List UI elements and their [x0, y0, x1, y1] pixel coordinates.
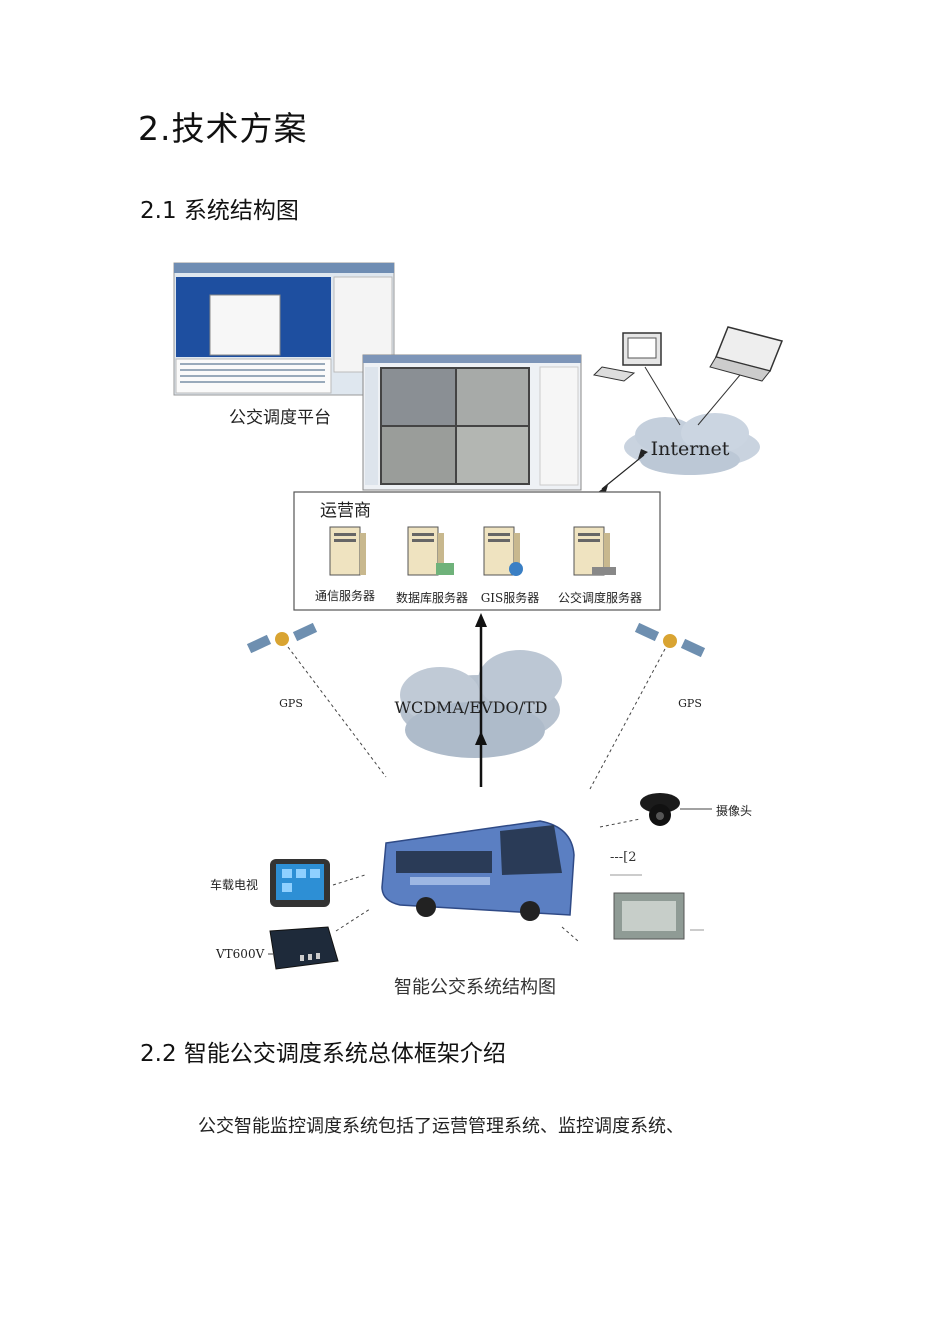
satellite-icon-right: [634, 622, 706, 658]
system-structure-figure: 公交调度平台 Internet 运营商: [150, 255, 800, 970]
section-heading-2-2: 2.2 智能公交调度系统总体框架介绍: [140, 1041, 506, 1067]
server-label-2: 数据库服务器: [396, 590, 468, 605]
gps-label-right: GPS: [678, 697, 702, 710]
server-icon: [329, 526, 366, 576]
vt600v-device-icon: [269, 926, 339, 970]
server-label-3: GIS服务器: [481, 590, 540, 605]
section-heading-2-1: 2.1 系统结构图: [140, 198, 299, 224]
body-paragraph: 公交智能监控调度系统包括了运营管理系统、监控调度系统、: [198, 1116, 684, 1137]
laptop-icon: [709, 326, 784, 382]
internet-cloud-icon: [624, 413, 760, 475]
figure-caption: 智能公交系统结构图: [394, 977, 556, 998]
network-label: WCDMA/EVDO/TD: [395, 698, 548, 717]
page-heading: 2.技术方案: [138, 109, 308, 148]
server-icons: [329, 526, 616, 576]
server-label-1: 通信服务器: [315, 588, 375, 603]
server-icon: [407, 526, 454, 576]
camera-label: 摄像头: [716, 803, 752, 818]
platform-label: 公交调度平台: [229, 408, 331, 428]
vehicle-tv-icon: [270, 859, 330, 907]
gps-label-left: GPS: [279, 697, 303, 710]
vt600v-label: VT600V: [215, 947, 265, 961]
operator-label: 运营商: [320, 501, 371, 521]
station-sign-image: [613, 892, 685, 940]
video-monitor-screenshot: [362, 354, 582, 491]
server-icon: [483, 526, 523, 576]
internet-label: Internet: [651, 438, 730, 460]
bus-image: [381, 820, 575, 921]
camera-icon: [640, 793, 680, 826]
satellite-icon-left: [246, 622, 318, 654]
server-label-4: 公交调度服务器: [558, 590, 642, 605]
desktop-computer-icon: [592, 332, 662, 382]
server-icon: [573, 526, 616, 576]
faint-mark: ---[2: [610, 850, 637, 865]
dispatch-platform-screenshot: [173, 262, 395, 396]
vehicle-tv-label: 车载电视: [210, 877, 258, 892]
